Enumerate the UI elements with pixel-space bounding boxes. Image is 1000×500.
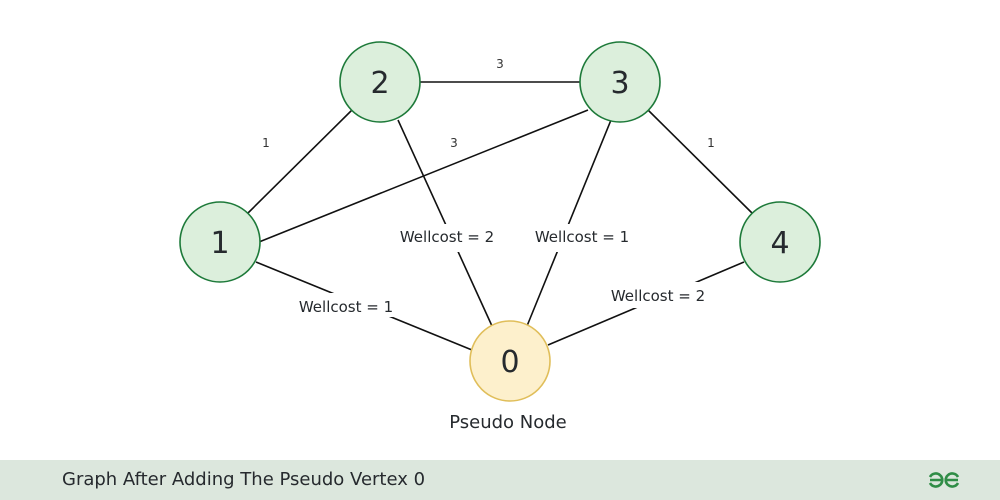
caption-bar: Graph After Adding The Pseudo Vertex 0	[0, 460, 1000, 500]
graph-diagram: 3 1 3 1 Wellcost = 1 Wellcost = 2 Wellco…	[179, 41, 821, 433]
node-label: 0	[500, 345, 519, 380]
node-4: 4	[739, 201, 821, 283]
node-0-pseudo: 0	[469, 320, 551, 402]
gfg-logo-icon	[928, 472, 960, 488]
node-2: 2	[339, 41, 421, 123]
pseudo-node-caption: Pseudo Node	[449, 412, 567, 433]
edge-label-1-2: 1	[262, 136, 270, 150]
node-3: 3	[579, 41, 661, 123]
node-1: 1	[179, 201, 261, 283]
edge-label-1-3: 3	[450, 136, 458, 150]
wellcost-label-4: Wellcost = 2	[611, 287, 705, 305]
edge-3-0	[526, 119, 612, 327]
node-label: 4	[770, 226, 789, 261]
edge-2-0	[397, 119, 493, 327]
caption-title: Graph After Adding The Pseudo Vertex 0	[62, 469, 426, 490]
node-label: 1	[210, 226, 229, 261]
wellcost-label-3: Wellcost = 1	[535, 228, 629, 246]
node-label: 3	[610, 66, 629, 101]
node-label: 2	[370, 66, 389, 101]
edge-1-2	[247, 109, 353, 214]
edge-label-3-4: 1	[707, 136, 715, 150]
wellcost-label-1: Wellcost = 1	[299, 298, 393, 316]
edge-label-2-3: 3	[496, 57, 504, 71]
wellcost-label-2: Wellcost = 2	[400, 228, 494, 246]
edge-3-4	[647, 109, 753, 214]
